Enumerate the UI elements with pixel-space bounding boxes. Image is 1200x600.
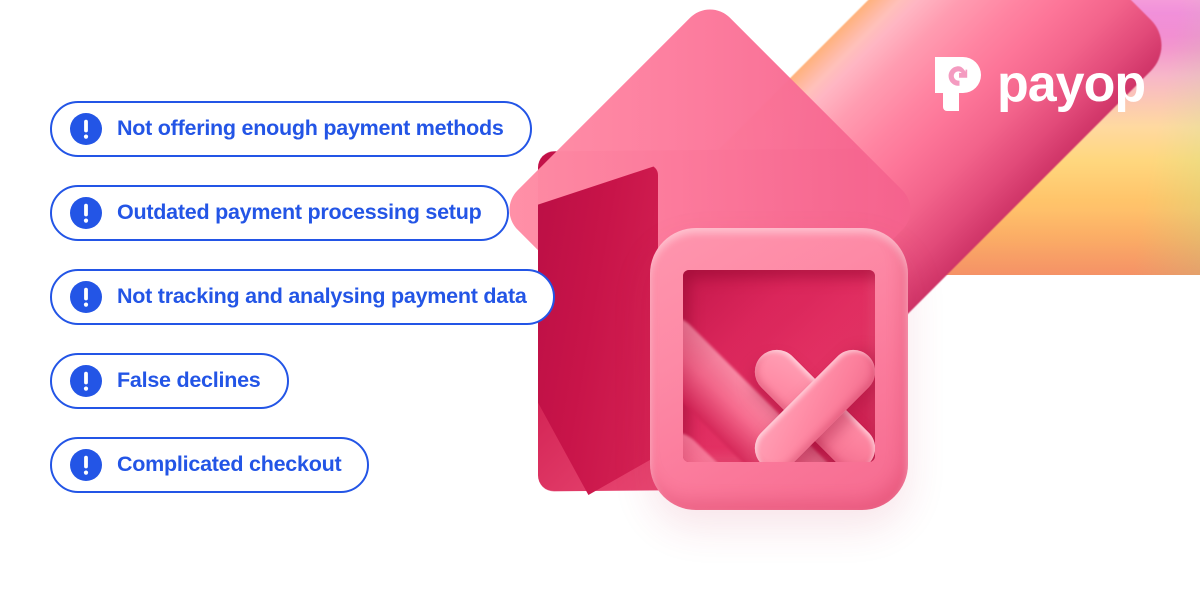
exclamation-circle-icon bbox=[70, 449, 102, 481]
x-bar-diagonal-2 bbox=[745, 340, 875, 462]
pill-label: Not tracking and analysing payment data bbox=[117, 284, 527, 309]
payop-wordmark: payop bbox=[997, 55, 1146, 113]
pill-complicated-checkout[interactable]: Complicated checkout bbox=[50, 437, 370, 493]
x-extrusion-shaft-upper bbox=[683, 304, 846, 462]
x-glyph bbox=[741, 336, 875, 462]
payop-arrow-mark-icon bbox=[935, 57, 981, 111]
exclamation-circle-icon bbox=[70, 113, 102, 145]
pill-label: False declines bbox=[117, 368, 261, 393]
rainbow-ribbon-3d-icon bbox=[600, 0, 1200, 442]
problem-pill-list: Not offering enough payment methods Outd… bbox=[50, 101, 555, 493]
x-extrusion-shaft-lower bbox=[683, 420, 853, 462]
pill-false-declines[interactable]: False declines bbox=[50, 353, 289, 409]
x-mark-3d-icon bbox=[650, 228, 908, 510]
pill-label: Complicated checkout bbox=[117, 452, 342, 477]
pill-not-tracking-and-analysing-payment-data[interactable]: Not tracking and analysing payment data bbox=[50, 269, 555, 325]
exclamation-circle-icon bbox=[70, 197, 102, 229]
recess-shadow-top-left bbox=[683, 270, 875, 462]
x-mark-cube-diagonal-link bbox=[497, 0, 923, 423]
x-mark-recess bbox=[683, 270, 875, 462]
x-mark-cube-body bbox=[538, 148, 868, 492]
recess-shadow-bottom-right bbox=[683, 270, 875, 462]
exclamation-circle-icon bbox=[70, 281, 102, 313]
pill-label: Outdated payment processing setup bbox=[117, 200, 482, 225]
x-mark-cube-left-face bbox=[538, 165, 658, 495]
ribbon-bottom-shade bbox=[900, 210, 1200, 275]
pill-outdated-payment-processing-setup[interactable]: Outdated payment processing setup bbox=[50, 185, 510, 241]
exclamation-circle-icon bbox=[70, 365, 102, 397]
ribbon-horizontal-segment bbox=[900, 0, 1200, 275]
pill-label: Not offering enough payment methods bbox=[117, 116, 504, 141]
ribbon-top-highlight bbox=[900, 0, 1200, 50]
payop-logo: payop bbox=[935, 55, 1146, 113]
x-bar-diagonal-1 bbox=[745, 340, 875, 462]
pill-not-offering-enough-payment-methods[interactable]: Not offering enough payment methods bbox=[50, 101, 532, 157]
